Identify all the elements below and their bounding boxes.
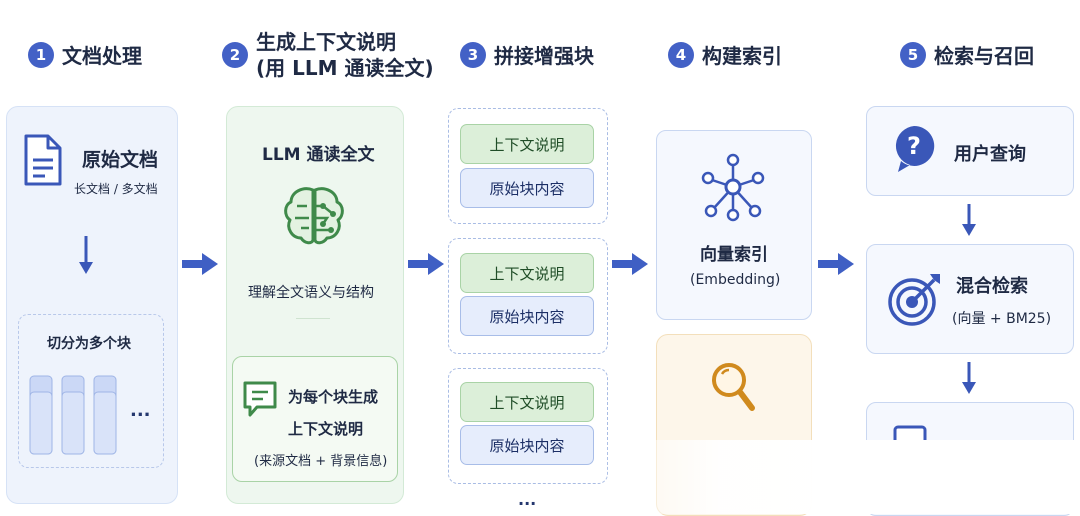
down-arrow-icon: [962, 204, 976, 236]
enhanced-block-3: [448, 368, 608, 484]
generate-context-card: [232, 356, 398, 482]
chat-bubble-icon: [243, 381, 277, 417]
network-graph-icon: [701, 153, 765, 222]
step-3-title: 拼接增强块: [494, 44, 594, 68]
vector-index-sub: (Embedding): [690, 272, 781, 288]
flow-arrow-4: [818, 253, 854, 275]
step-5-number: 5: [900, 41, 926, 68]
question-icon: ?: [895, 125, 935, 172]
generate-line-3: (来源文档 + 背景信息): [254, 454, 388, 469]
down-arrow-icon: [79, 236, 93, 274]
step-3-number: 3: [460, 41, 486, 68]
content-tag-3: 原始块内容: [460, 425, 594, 465]
enhanced-block-2: [448, 238, 608, 354]
divider: [296, 318, 330, 319]
content-tag-2: 原始块内容: [460, 296, 594, 336]
step-1-title: 文档处理: [62, 44, 142, 68]
document-icon: [24, 134, 62, 186]
svg-text:?: ?: [907, 132, 921, 160]
fade-overlay: [600, 440, 1080, 514]
hybrid-search-sub: (向量 + BM25): [952, 311, 1052, 327]
enhanced-block-1: [448, 108, 608, 224]
understand-text: 理解全文语义与结构: [248, 285, 374, 301]
context-tag-1: 上下文说明: [460, 124, 594, 164]
step-3-header: 3 拼接增强块: [460, 40, 594, 69]
split-chunks-box: [18, 314, 164, 468]
generate-line-1: 为每个块生成: [288, 388, 379, 406]
step-4-header: 4 构建索引: [668, 40, 782, 69]
split-label: 切分为多个块: [47, 336, 131, 352]
chunks-ellipsis: ...: [130, 400, 151, 421]
magnifier-icon: [712, 363, 755, 411]
generate-line-2: 上下文说明: [288, 420, 364, 438]
step-5-title: 检索与召回: [934, 44, 1034, 68]
doc-subtitle: 长文档 / 多文档: [74, 182, 158, 196]
blocks-ellipsis: ...: [518, 490, 537, 509]
vector-index-title: 向量索引: [700, 245, 768, 265]
hybrid-search-card: [866, 244, 1074, 354]
step-2-subtitle: (用 LLM 通读全文): [256, 56, 434, 80]
step-4-title: 构建索引: [702, 44, 782, 68]
doc-title: 原始文档: [82, 149, 159, 171]
hybrid-search-title: 混合检索: [956, 276, 1028, 297]
step-5-header: 5 检索与召回: [900, 40, 1034, 69]
step-1-header: 1 文档处理: [28, 40, 142, 69]
step-2-number: 2: [222, 42, 248, 68]
step-1-number: 1: [28, 41, 54, 68]
step-2-header: 2 生成上下文说明 (用 LLM 通读全文): [222, 29, 434, 81]
down-arrow-icon: [962, 362, 976, 394]
context-tag-2: 上下文说明: [460, 253, 594, 293]
user-query-label: 用户查询: [954, 144, 1026, 165]
content-tag-1: 原始块内容: [460, 168, 594, 208]
flow-arrow-3: [612, 253, 648, 275]
llm-title: LLM 通读全文: [262, 145, 375, 165]
target-icon: [888, 274, 940, 326]
context-tag-3: 上下文说明: [460, 382, 594, 422]
brain-icon: [284, 187, 344, 245]
step-4-number: 4: [668, 41, 694, 68]
flow-arrow-1: [182, 253, 218, 275]
step-2-title: 生成上下文说明: [256, 30, 396, 54]
chunk-blocks-icon: [29, 375, 117, 455]
flow-arrow-2: [408, 253, 444, 275]
